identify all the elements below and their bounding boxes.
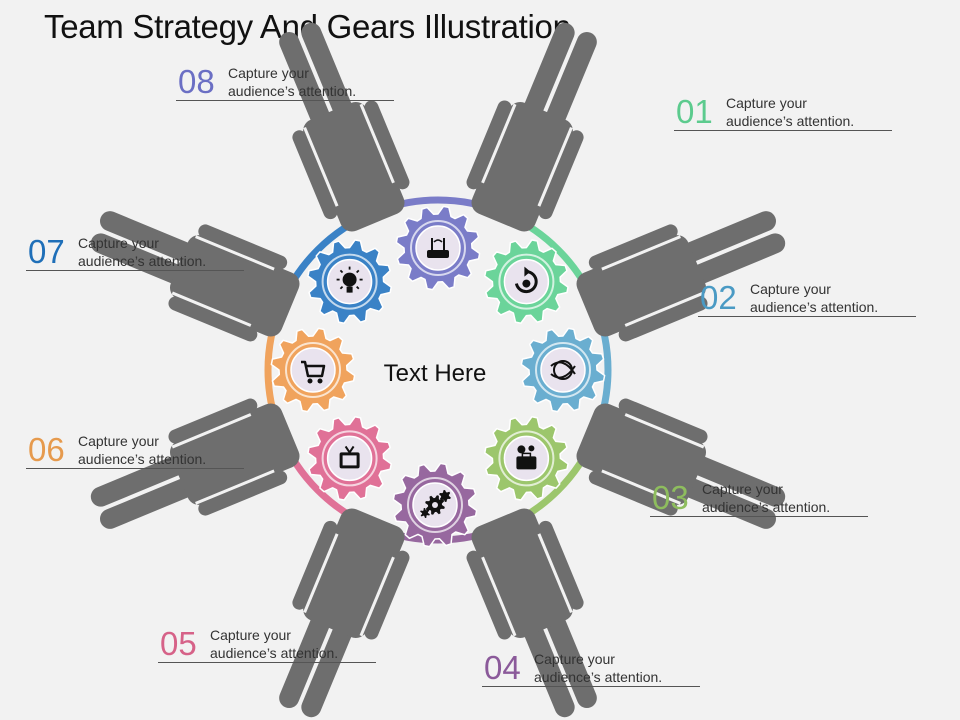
person-figure — [279, 22, 410, 232]
lightbulb-icon — [336, 266, 363, 293]
person-figure — [466, 22, 597, 232]
gear-01 — [484, 239, 569, 324]
gear-07 — [307, 239, 392, 324]
callout-number: 06 — [28, 431, 65, 468]
tv-icon — [339, 445, 360, 469]
person-figure — [90, 211, 300, 342]
callout-number: 02 — [700, 279, 737, 316]
gear-05 — [307, 416, 392, 501]
callout-rule — [482, 686, 700, 687]
gears-group — [270, 205, 606, 548]
person-figure — [279, 508, 410, 718]
cart-icon — [301, 360, 326, 384]
callout-rule — [650, 516, 868, 517]
callout-number: 03 — [652, 479, 689, 516]
gear-02 — [520, 327, 606, 413]
center-text: Text Here — [383, 360, 487, 387]
callout-rule — [26, 270, 244, 271]
callout-number: 01 — [676, 93, 713, 130]
gear-08 — [395, 205, 481, 291]
callout-rule — [158, 662, 376, 663]
globe-icon — [550, 360, 576, 380]
callout-number: 08 — [178, 63, 215, 100]
refresh-icon — [514, 266, 538, 294]
gear-03 — [484, 416, 569, 501]
router-icon — [427, 238, 449, 258]
briefcase-gears-icon — [516, 445, 537, 470]
gear-cluster-icon — [420, 490, 451, 518]
callout-rule — [674, 130, 892, 131]
callout-number: 07 — [28, 233, 65, 270]
person-figure — [576, 211, 786, 342]
people-group — [90, 22, 786, 718]
callout-rule — [176, 100, 394, 101]
gear-06 — [270, 327, 356, 413]
callout-number: 05 — [160, 625, 197, 662]
callout-rule — [26, 468, 244, 469]
person-figure — [90, 398, 300, 529]
callout-number: 04 — [484, 649, 521, 686]
callout-rule — [698, 316, 916, 317]
gear-04 — [392, 462, 478, 548]
person-figure — [466, 508, 597, 718]
person-figure — [576, 398, 786, 529]
